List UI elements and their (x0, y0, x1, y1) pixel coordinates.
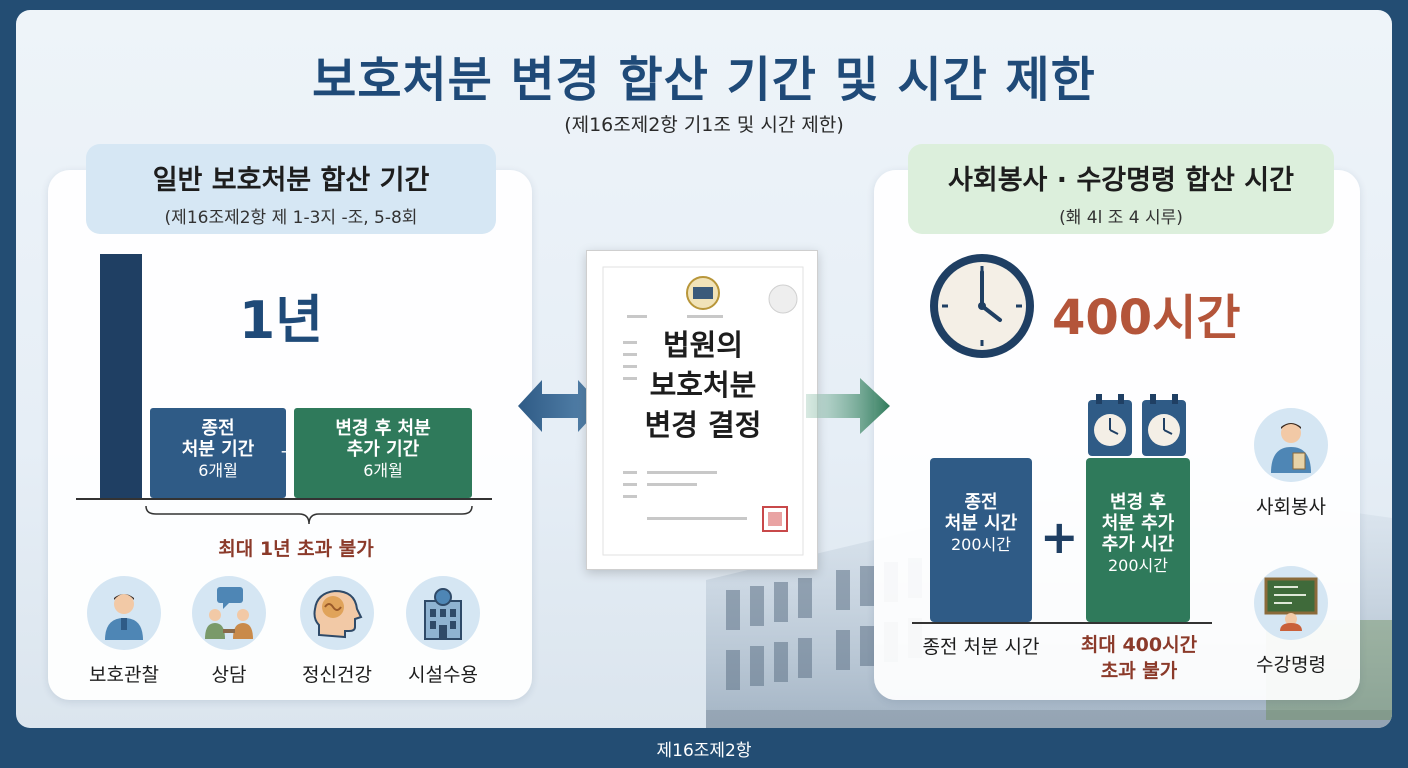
additional-hours-box: 변경 후 처분 추가 추가 시간 200시간 (1086, 458, 1190, 622)
calendar-clock-icon (1088, 394, 1132, 456)
left-heading: 일반 보호처분 합산 기간 (152, 165, 430, 196)
icon-item-counseling: 상담 (179, 576, 279, 687)
facility-icon (424, 588, 462, 640)
counseling-icon (205, 587, 253, 639)
icon-item-lecture: 수강명령 (1236, 566, 1346, 677)
calendar-clock-icon (1142, 394, 1186, 456)
previous-hours-caption: 종전 처분 시간 (922, 636, 1040, 658)
footer-caption: 제16조제2항 (656, 741, 752, 761)
previous-period-label: 종전 처분 기간 (181, 418, 255, 460)
community-service-icon (1271, 423, 1311, 473)
plus-sign: + (1040, 510, 1079, 564)
icon-label: 사회봉사 (1256, 496, 1326, 518)
additional-hours-value: 200시간 (1108, 556, 1168, 575)
icon-item-community-service: 사회봉사 (1236, 408, 1346, 519)
total-period-label: 1년 (238, 291, 324, 351)
plus-sign: + (280, 442, 294, 461)
icon-label: 보호관찰 (89, 664, 159, 686)
previous-hours-value: 200시간 (951, 535, 1011, 554)
total-hours-label: 400시간 (1052, 290, 1241, 346)
additional-period-box: 변경 후 처분 추가 기간 6개월 (294, 408, 472, 498)
previous-hours-label: 종전 처분 시간 (944, 492, 1018, 534)
mental-health-icon (313, 589, 363, 639)
baseline (912, 622, 1212, 624)
double-arrow-icon (518, 380, 602, 432)
lecture-icon (1264, 577, 1318, 631)
icon-item-probation: 보호관찰 (74, 576, 174, 687)
additional-period-value: 6개월 (363, 461, 403, 480)
clock-icon (930, 254, 1034, 358)
additional-hours-label: 변경 후 처분 추가 추가 시간 (1101, 492, 1175, 555)
right-heading: 사회봉사 · 수강명령 합산 시간 (948, 165, 1294, 196)
total-period-bar (100, 254, 142, 500)
right-heading-box: 사회봉사 · 수강명령 합산 시간 (홰 4l 조 4 시루) (908, 144, 1334, 234)
baseline (76, 498, 492, 500)
limit-note: 최대 1년 초과 불가 (218, 538, 374, 560)
icon-label: 수강명령 (1256, 654, 1326, 676)
infographic-frame: 보호처분 변경 합산 기간 및 시간 제한 (제16조제2항 기1조 및 시간 … (16, 10, 1392, 728)
additional-period-label: 변경 후 처분 추가 기간 (335, 418, 431, 460)
previous-hours-box: 종전 처분 시간 200시간 (930, 458, 1032, 622)
page-title: 보호처분 변경 합산 기간 및 시간 제한 (312, 52, 1096, 108)
document-title: 법원의 보호처분 변경 결정 (644, 328, 762, 442)
icon-label: 정신건강 (302, 664, 372, 686)
limit-note: 최대 400시간 초과 불가 (1080, 634, 1198, 682)
page-subtitle: (제16조제2항 기1조 및 시간 제한) (564, 114, 844, 136)
document-decoration (602, 266, 804, 556)
icon-label: 시설수용 (408, 664, 478, 686)
previous-period-box: 종전 처분 기간 6개월 (150, 408, 286, 498)
icon-item-facility: 시설수용 (393, 576, 493, 687)
right-subheading: (홰 4l 조 4 시루) (1059, 208, 1183, 228)
probation-officer-icon (105, 594, 143, 640)
arrow-right-icon (806, 378, 890, 434)
icon-label: 상담 (211, 664, 247, 686)
icon-item-mental-health: 정신건강 (287, 576, 387, 687)
previous-period-value: 6개월 (198, 461, 238, 480)
left-heading-box: 일반 보호처분 합산 기간 (제16조제2항 제 1-3지 -조, 5-8회 (86, 144, 496, 234)
brace (145, 505, 473, 525)
left-subheading: (제16조제2항 제 1-3지 -조, 5-8회 (164, 208, 418, 228)
court-decision-document: 법원의 보호처분 변경 결정 (586, 250, 818, 570)
